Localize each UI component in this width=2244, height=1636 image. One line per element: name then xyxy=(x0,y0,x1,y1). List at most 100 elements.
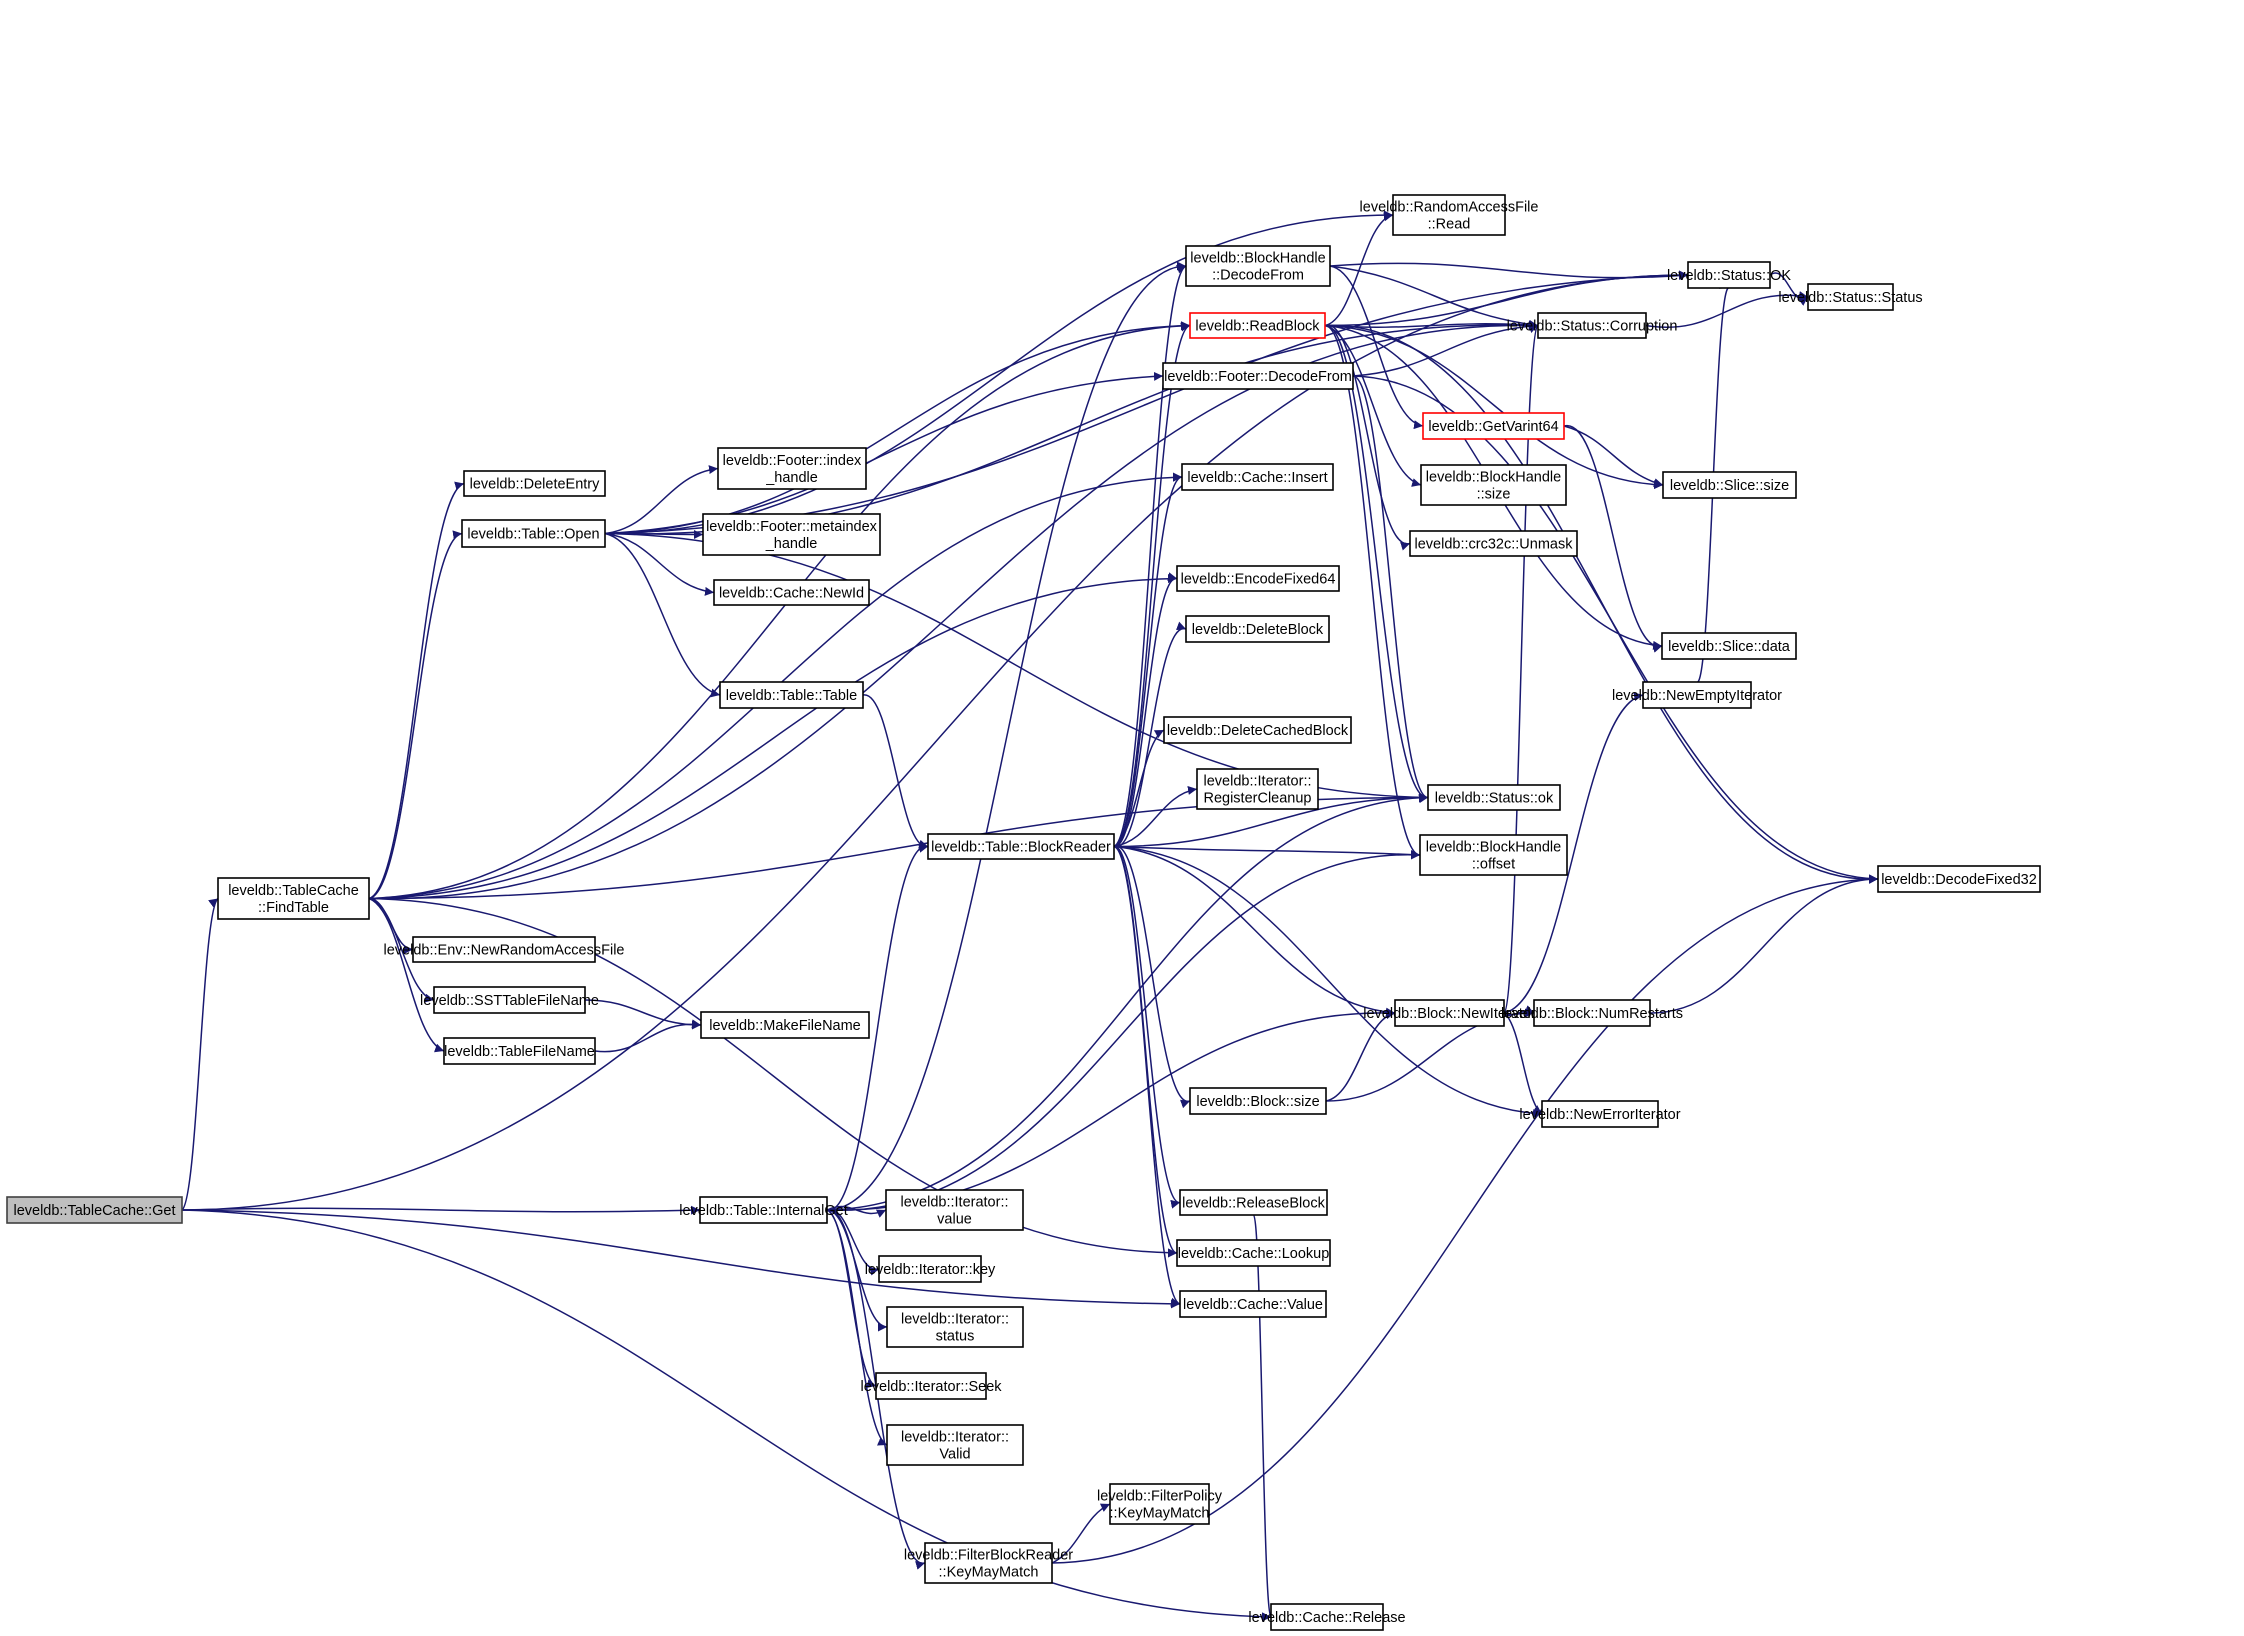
node-box[interactable] xyxy=(875,1372,987,1400)
node-footerindex[interactable]: leveldb::Footer::index_handle xyxy=(717,447,867,490)
node-box[interactable] xyxy=(1877,865,2041,893)
node-fbrkmm[interactable]: leveldb::FilterBlockReader::KeyMayMatch xyxy=(904,1542,1073,1584)
node-deleteentry[interactable]: leveldb::DeleteEntry xyxy=(463,470,606,497)
node-box[interactable] xyxy=(1419,834,1568,876)
node-box[interactable] xyxy=(1394,999,1505,1027)
node-box[interactable] xyxy=(1179,1189,1328,1216)
node-internalget[interactable]: leveldb::Table::InternalGet xyxy=(679,1196,848,1224)
node-box[interactable] xyxy=(713,579,870,606)
node-box[interactable] xyxy=(1162,362,1354,390)
node-unmask[interactable]: leveldb::crc32c::Unmask xyxy=(1409,530,1578,557)
node-encode64[interactable]: leveldb::EncodeFixed64 xyxy=(1176,565,1340,592)
node-numrestarts[interactable]: leveldb::Block::NumRestarts xyxy=(1501,999,1683,1027)
node-box[interactable] xyxy=(1176,565,1340,592)
node-itkey[interactable]: leveldb::Iterator::key xyxy=(865,1255,996,1283)
node-get[interactable]: leveldb::TableCache::Get xyxy=(6,1196,183,1224)
node-itstatus[interactable]: leveldb::Iterator::status xyxy=(886,1306,1024,1348)
node-findtable[interactable]: leveldb::TableCache::FindTable xyxy=(217,877,370,920)
node-insert[interactable]: leveldb::Cache::Insert xyxy=(1181,463,1334,491)
node-box[interactable] xyxy=(1409,530,1578,557)
node-tablefilename[interactable]: leveldb::TableFileName xyxy=(443,1037,596,1065)
node-release[interactable]: leveldb::Cache::Release xyxy=(1248,1603,1406,1631)
node-deleteblock[interactable]: leveldb::DeleteBlock xyxy=(1185,615,1330,643)
node-blockreader[interactable]: leveldb::Table::BlockReader xyxy=(927,833,1115,860)
node-newraf[interactable]: leveldb::Env::NewRandomAccessFile xyxy=(384,936,625,963)
node-box[interactable] xyxy=(878,1255,982,1283)
node-box[interactable] xyxy=(1661,632,1797,660)
node-lookup[interactable]: leveldb::Cache::Lookup xyxy=(1176,1239,1331,1267)
node-box[interactable] xyxy=(1420,464,1567,506)
node-box[interactable] xyxy=(463,470,606,497)
node-box[interactable] xyxy=(1533,999,1651,1027)
node-box[interactable] xyxy=(1181,463,1334,491)
node-box[interactable] xyxy=(1185,245,1331,287)
node-box[interactable] xyxy=(1392,194,1506,236)
node-box[interactable] xyxy=(927,833,1115,860)
node-box[interactable] xyxy=(699,1196,828,1224)
node-itvalid[interactable]: leveldb::Iterator::Valid xyxy=(886,1424,1024,1466)
node-box[interactable] xyxy=(700,1011,870,1039)
node-newerror[interactable]: leveldb::NewErrorIterator xyxy=(1519,1100,1681,1128)
node-box[interactable] xyxy=(1427,784,1561,811)
node-box[interactable] xyxy=(412,936,596,963)
node-box[interactable] xyxy=(1642,681,1752,709)
node-box[interactable] xyxy=(443,1037,596,1065)
node-box[interactable] xyxy=(717,447,867,490)
node-box[interactable] xyxy=(886,1306,1024,1348)
node-bhdecode[interactable]: leveldb::BlockHandle::DecodeFrom xyxy=(1185,245,1331,287)
node-box[interactable] xyxy=(924,1542,1053,1584)
node-newid[interactable]: leveldb::Cache::NewId xyxy=(713,579,870,606)
node-slicesize[interactable]: leveldb::Slice::size xyxy=(1662,471,1797,499)
node-cachevalue[interactable]: leveldb::Cache::Value xyxy=(1179,1290,1327,1318)
node-box[interactable] xyxy=(719,681,864,709)
node-rafread[interactable]: leveldb::RandomAccessFile::Read xyxy=(1360,194,1539,236)
node-box[interactable] xyxy=(1189,312,1326,339)
node-box[interactable] xyxy=(1687,261,1771,289)
node-box[interactable] xyxy=(885,1189,1024,1231)
node-tableopen[interactable]: leveldb::Table::Open xyxy=(461,519,606,548)
node-box[interactable] xyxy=(1163,716,1352,744)
node-box[interactable] xyxy=(1189,1087,1327,1115)
node-tabletable[interactable]: leveldb::Table::Table xyxy=(719,681,864,709)
node-decode32[interactable]: leveldb::DecodeFixed32 xyxy=(1877,865,2041,893)
node-footerdecode[interactable]: leveldb::Footer::DecodeFrom xyxy=(1162,362,1354,390)
node-newempty[interactable]: leveldb::NewEmptyIterator xyxy=(1612,681,1782,709)
node-box[interactable] xyxy=(1422,412,1565,440)
node-fpkmm[interactable]: leveldb::FilterPolicy::KeyMayMatch xyxy=(1097,1483,1223,1525)
node-box[interactable] xyxy=(217,877,370,920)
node-box[interactable] xyxy=(1109,1483,1210,1525)
node-newiter[interactable]: leveldb::Block::NewIterator xyxy=(1363,999,1536,1027)
node-sstname[interactable]: leveldb::SSTTableFileName xyxy=(420,986,599,1014)
node-regcleanup[interactable]: leveldb::Iterator::RegisterCleanup xyxy=(1196,768,1319,810)
node-box[interactable] xyxy=(1179,1290,1327,1318)
node-box[interactable] xyxy=(1541,1100,1659,1128)
node-blocksize[interactable]: leveldb::Block::size xyxy=(1189,1087,1327,1115)
node-box[interactable] xyxy=(1176,1239,1331,1267)
node-box[interactable] xyxy=(886,1424,1024,1466)
node-box[interactable] xyxy=(1807,283,1894,311)
node-itseek[interactable]: leveldb::Iterator::Seek xyxy=(860,1372,1002,1400)
node-box[interactable] xyxy=(1185,615,1330,643)
node-getvarint[interactable]: leveldb::GetVarint64 xyxy=(1422,412,1565,440)
node-box[interactable] xyxy=(1196,768,1319,810)
node-bhsize[interactable]: leveldb::BlockHandle::size xyxy=(1420,464,1567,506)
node-bhoffset[interactable]: leveldb::BlockHandle::offset xyxy=(1419,834,1568,876)
node-footermeta[interactable]: leveldb::Footer::metaindex_handle xyxy=(702,513,881,556)
node-box[interactable] xyxy=(433,986,586,1014)
node-slicedata[interactable]: leveldb::Slice::data xyxy=(1661,632,1797,660)
node-box[interactable] xyxy=(1537,312,1647,339)
node-statusOK[interactable]: leveldb::Status::OK xyxy=(1667,261,1791,289)
node-box[interactable] xyxy=(702,513,881,556)
node-corruption[interactable]: leveldb::Status::Corruption xyxy=(1507,312,1678,339)
node-releaseblock[interactable]: leveldb::ReleaseBlock xyxy=(1179,1189,1328,1216)
node-box[interactable] xyxy=(1662,471,1797,499)
node-deletecached[interactable]: leveldb::DeleteCachedBlock xyxy=(1163,716,1352,744)
node-box[interactable] xyxy=(461,519,606,548)
node-makefilename[interactable]: leveldb::MakeFileName xyxy=(700,1011,870,1039)
node-statusstatus[interactable]: leveldb::Status::Status xyxy=(1778,283,1923,311)
node-box[interactable] xyxy=(1270,1603,1384,1631)
node-readblock[interactable]: leveldb::ReadBlock xyxy=(1189,312,1326,339)
node-itvalue[interactable]: leveldb::Iterator::value xyxy=(885,1189,1024,1231)
node-box[interactable] xyxy=(6,1196,183,1224)
node-statusok[interactable]: leveldb::Status::ok xyxy=(1427,784,1561,811)
